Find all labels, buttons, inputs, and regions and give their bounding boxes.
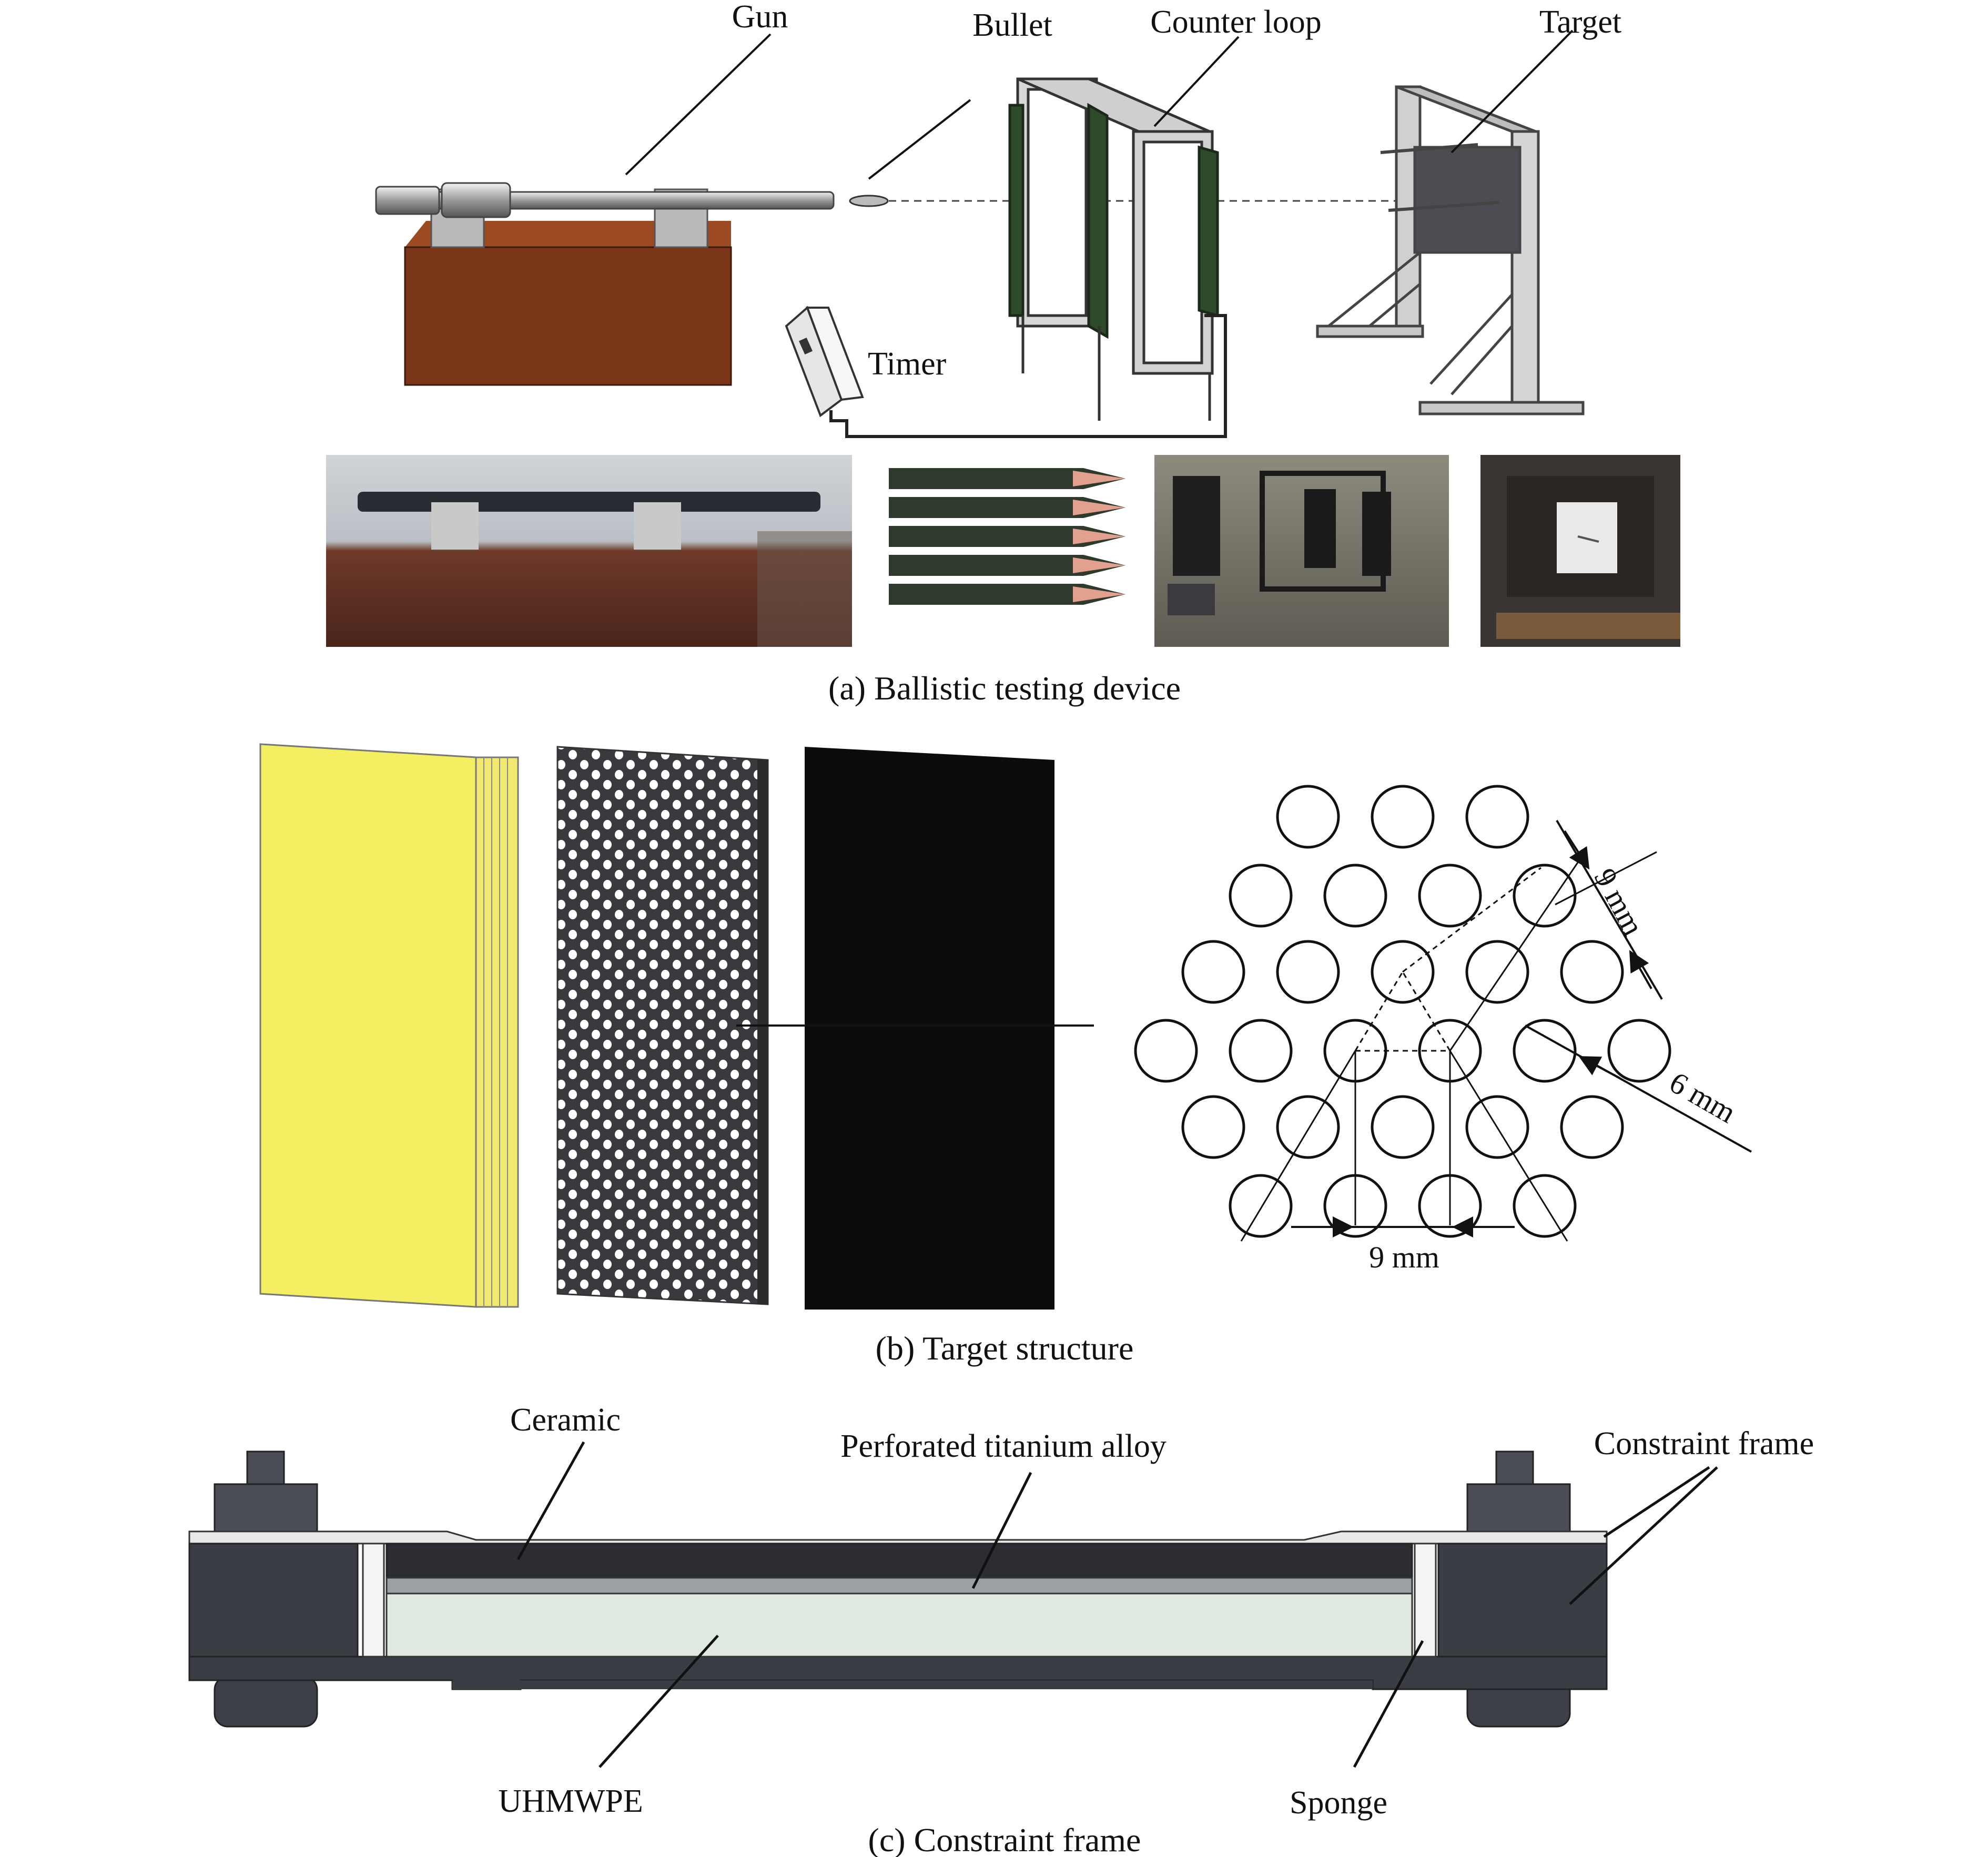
- sponge-left: [362, 1543, 385, 1658]
- frame-block-left: [188, 1543, 359, 1658]
- uhmwpe-section: [386, 1592, 1413, 1658]
- target-label: Target: [1539, 4, 1621, 40]
- photo-counter-loop: [1154, 455, 1449, 647]
- top-plate: [188, 1530, 1608, 1545]
- ceramic-label: Ceramic: [510, 1402, 621, 1438]
- ceramic-layer: [259, 743, 519, 1308]
- dim-arrow-3: [1578, 1056, 1620, 1079]
- titanium-label: Perforated titanium alloy: [840, 1428, 1167, 1464]
- dim-label-diameter: 6 mm: [1664, 1065, 1742, 1130]
- dim-arrow-1: [1564, 830, 1590, 870]
- frame-block-right: [1437, 1543, 1608, 1658]
- uhmwpe-backing: [805, 747, 1054, 1310]
- perforated-titanium-plate: [556, 746, 769, 1305]
- constraint-frame-label: Constraint frame: [1594, 1426, 1814, 1462]
- ceramic-section: [386, 1543, 1413, 1579]
- bottom-plate-lip: [452, 1680, 1373, 1689]
- target-leader: [1451, 29, 1574, 154]
- caption-c: (c) Constraint frame: [868, 1821, 1141, 1857]
- caption-b: (b) Target structure: [876, 1330, 1134, 1367]
- dim-arrow-2: [1629, 950, 1652, 989]
- counter-loop-label: Counter loop: [1150, 4, 1321, 40]
- photo-target: [1480, 455, 1680, 647]
- panel-a: Gun Bullet Counter loop: [326, 0, 1680, 707]
- dim-label-horizontal: 9 mm: [1369, 1240, 1439, 1274]
- bullet-label: Bullet: [972, 7, 1052, 43]
- titanium-leader: [971, 1472, 1032, 1589]
- caption-a: (a) Ballistic testing device: [828, 669, 1181, 707]
- sponge-label: Sponge: [1290, 1785, 1387, 1821]
- counter-loop-leader: [1153, 36, 1240, 127]
- counter-loop: [1008, 77, 1219, 421]
- bullet: [849, 195, 889, 207]
- titanium-section: [386, 1577, 1413, 1595]
- sponge-right: [1414, 1543, 1437, 1658]
- hole-pattern: [1134, 785, 1671, 1238]
- timer: [785, 306, 1227, 438]
- bullet-leader: [868, 99, 971, 180]
- uhmwpe-label: UHMWPE: [498, 1783, 643, 1819]
- bolt-left: [214, 1450, 318, 1728]
- dim-label-diagonal: 9 mm: [1588, 863, 1651, 941]
- gun-label: Gun: [732, 0, 788, 35]
- constraint-leader-1: [1603, 1466, 1710, 1538]
- timer-label: Timer: [868, 346, 947, 382]
- uhmwpe-leader: [599, 1635, 719, 1768]
- construction-lines: [1240, 851, 1657, 1242]
- gun-mount: [375, 182, 835, 386]
- ceramic-leader: [516, 1441, 585, 1560]
- panel-c: Ceramic Perforated titanium alloy Constr…: [188, 1402, 1814, 1857]
- dim-line-diameter: [1525, 1024, 1752, 1153]
- target-stand: [1316, 85, 1585, 415]
- constraint-leader-2: [1569, 1466, 1718, 1605]
- panel-b: 9 mm 6 mm 9 mm (b) Target structure: [259, 743, 1752, 1367]
- photo-gun: [326, 455, 852, 647]
- gun-leader: [625, 33, 772, 176]
- sponge-leader: [1353, 1640, 1424, 1768]
- photo-bullets: [884, 460, 1125, 642]
